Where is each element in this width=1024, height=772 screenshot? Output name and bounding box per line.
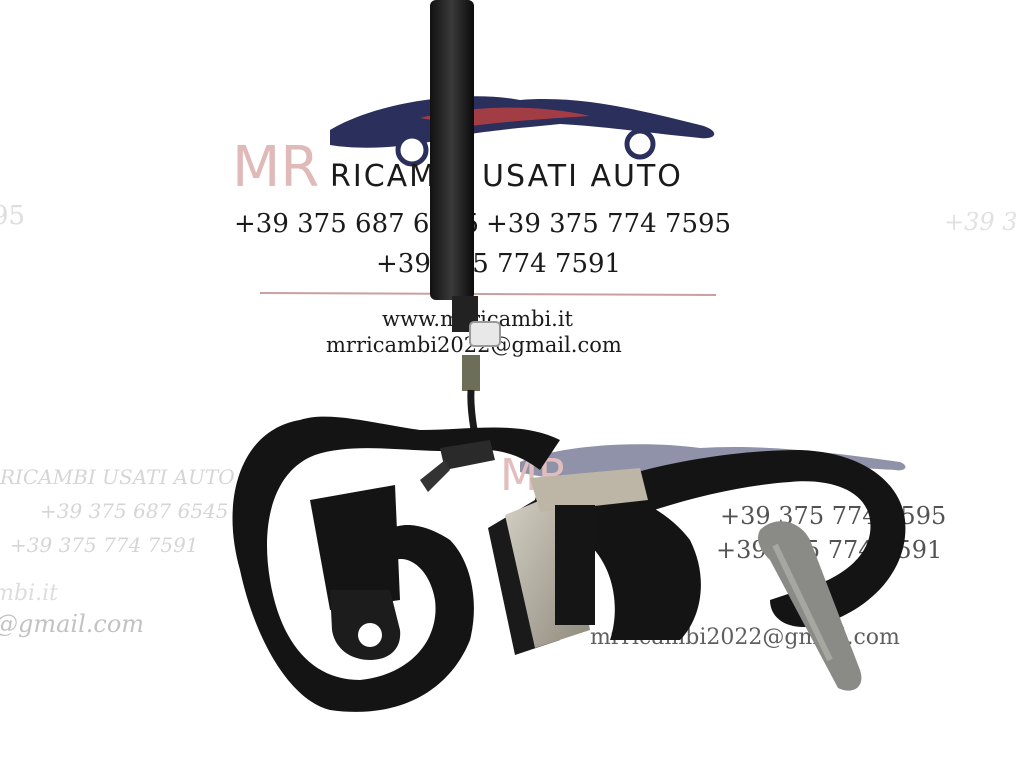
right-phone-partial: +39 3 [944, 208, 1018, 236]
ghost-watermark-left: RICAMBI USATI AUTO +39 375 687 6545 +39 … [0, 465, 235, 557]
ghost-phone-1: +39 375 687 6545 [40, 499, 229, 523]
main-watermark: MR RICAMBI USATI AUTO +39 375 687 6545 +… [232, 96, 731, 357]
right-cropped-watermark: +39 3 [944, 208, 1018, 236]
divider-line [259, 292, 717, 296]
left-website-partial: ambi.it [0, 581, 58, 606]
secondary-phone-2: +39 375 774 7595 [720, 502, 946, 530]
guide-loop [420, 440, 495, 492]
company-name: RICAMBI USATI AUTO [330, 159, 683, 194]
brand-mark: MR [232, 135, 319, 200]
pretensioner-rod [430, 0, 501, 453]
left-cropped-watermark: 95 ambi.it @gmail.com [0, 201, 144, 638]
anchor-plate [330, 590, 401, 660]
retractor-cover [530, 468, 648, 512]
cable-connector [462, 355, 480, 391]
belt-tongue [758, 521, 862, 691]
phone-3: +39 375 774 7591 [376, 249, 621, 279]
ghost-phone-3: +39 375 774 7591 [10, 533, 199, 557]
logo-car-icon [330, 96, 715, 167]
left-phone-partial: 95 [0, 201, 25, 231]
anchor-bolt-hole [358, 623, 382, 647]
left-email-partial: @gmail.com [0, 610, 144, 638]
belt-retractor [488, 468, 648, 655]
phone-2: +39 375 774 7595 [486, 209, 731, 239]
cable-clip [469, 321, 501, 347]
secondary-phone-3: +39 375 774 7591 [716, 536, 942, 564]
ghost-company: RICAMBI USATI AUTO [0, 465, 235, 489]
